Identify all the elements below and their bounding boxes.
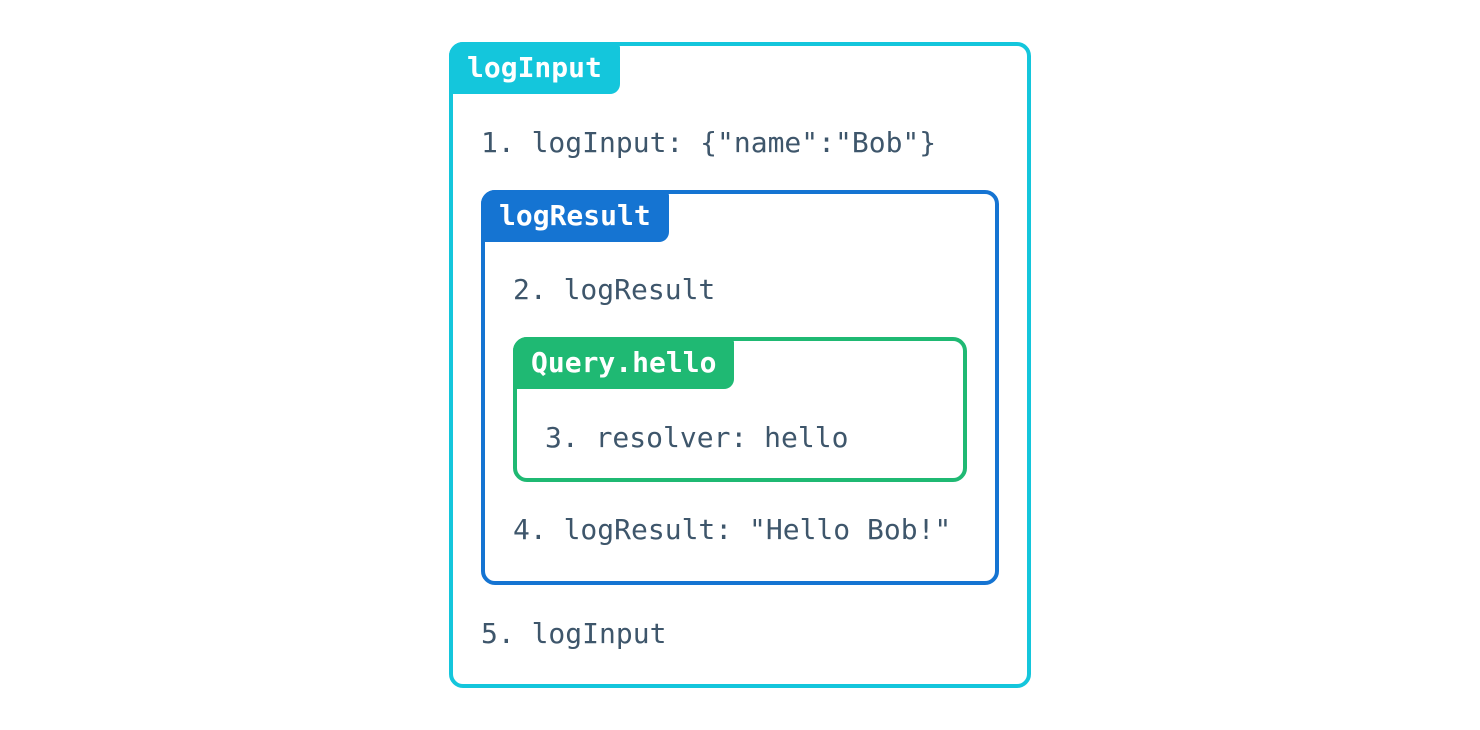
step-5-loginput-after: 5. logInput xyxy=(481,617,667,650)
logresult-hook-box: logResult 2. logResult Query.hello 3. re… xyxy=(481,190,999,585)
step-3-resolver: 3. resolver: hello xyxy=(545,421,849,454)
step-2-logresult-before: 2. logResult xyxy=(513,273,716,306)
step-4-logresult-after: 4. logResult: "Hello Bob!" xyxy=(513,513,952,546)
step-1-loginput-before: 1. logInput: {"name":"Bob"} xyxy=(481,126,937,159)
query-hello-tab-label: Query.hello xyxy=(513,337,735,389)
loginput-hook-box: logInput 1. logInput: {"name":"Bob"} log… xyxy=(449,42,1031,688)
logresult-tab-label: logResult xyxy=(481,190,669,242)
loginput-tab-label: logInput xyxy=(449,42,620,94)
query-hello-resolver-box: Query.hello 3. resolver: hello xyxy=(513,337,967,482)
